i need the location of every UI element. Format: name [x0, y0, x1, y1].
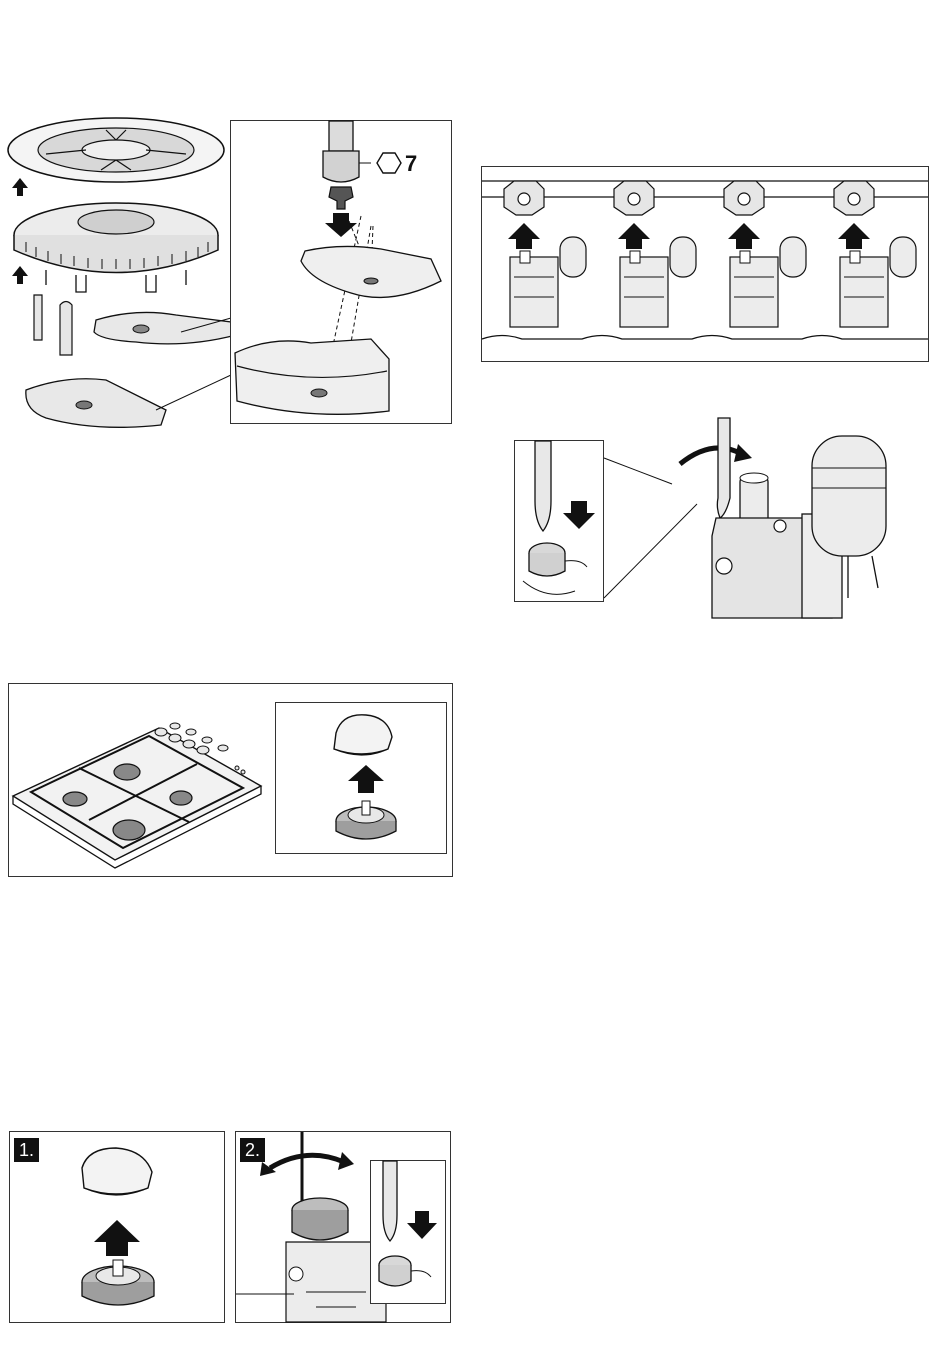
detail-frame-jet-removal: 7: [230, 120, 452, 424]
step-1-illustration: [10, 1132, 224, 1322]
valve-unit: [834, 181, 916, 327]
up-arrow-icon: [508, 223, 540, 249]
control-knob-icon: [82, 1148, 152, 1194]
rotate-arrow-icon: [680, 448, 742, 464]
figure-step-1: 1.: [9, 1131, 225, 1323]
up-arrow-icon: [728, 223, 760, 249]
lift-up-arrow-icon: [12, 266, 28, 284]
detail-frame-screwdriver-step-2: [370, 1160, 446, 1304]
hex-size-label: 7: [405, 151, 417, 176]
burner-front-right: [113, 820, 145, 840]
detail-frame-knob: [275, 702, 447, 854]
up-arrow-icon: [94, 1220, 140, 1256]
knob-removal-detail: [276, 703, 446, 853]
figure-hob-knob-removal: [8, 683, 453, 877]
down-arrow-icon: [325, 213, 357, 237]
up-arrow-icon: [838, 223, 870, 249]
control-knob-icon: [334, 715, 392, 754]
down-arrow-icon: [407, 1211, 437, 1239]
burner-front-left: [63, 792, 87, 806]
jet-removal-detail: 7: [231, 121, 451, 423]
figure-step-2: 2.: [235, 1131, 451, 1323]
valve-adjustment-illustration: [512, 418, 912, 618]
control-knob: [155, 728, 167, 736]
screwdriver-detail-step-2: [371, 1161, 445, 1303]
up-arrow-icon: [618, 223, 650, 249]
valve-row-illustration: [482, 167, 928, 361]
socket-wrench: [329, 121, 353, 151]
figure-valve-row: [481, 166, 929, 362]
valve-unit: [614, 181, 696, 327]
jet-holder-large: [26, 379, 166, 428]
thermocouple-pin: [34, 295, 42, 340]
burner-rear-right: [170, 791, 192, 805]
control-knob: [170, 723, 180, 729]
valve-unit: [504, 181, 586, 327]
control-knob: [183, 740, 195, 748]
up-arrow-icon: [348, 765, 384, 793]
valve-unit: [724, 181, 806, 327]
control-knob: [202, 737, 212, 743]
jet-holder-small: [94, 312, 236, 343]
control-knob: [186, 729, 196, 735]
figure-valve-adjustment: [512, 418, 912, 618]
figure-burner-disassembly: 7: [6, 110, 456, 440]
control-knob: [197, 746, 209, 754]
gas-jet: [329, 187, 353, 209]
hexagon-icon: [377, 153, 401, 173]
control-knob: [169, 734, 181, 742]
rotate-arrow-icon: [270, 1155, 344, 1168]
step-badge-1: 1.: [14, 1138, 39, 1162]
burner-rear-left: [114, 764, 140, 780]
step-badge-2: 2.: [240, 1138, 265, 1162]
control-knob: [218, 745, 228, 751]
lift-up-arrow-icon: [12, 178, 28, 196]
screwdriver-icon: [383, 1161, 397, 1241]
